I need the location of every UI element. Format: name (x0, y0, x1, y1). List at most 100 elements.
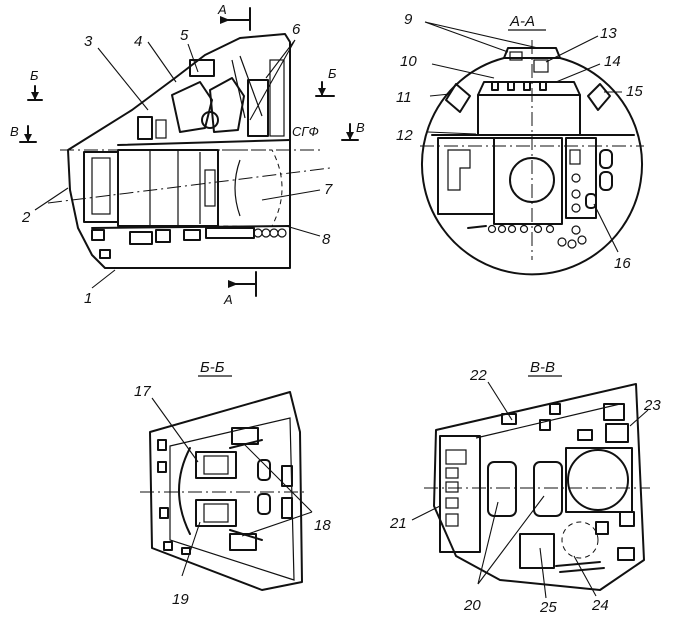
callout-1: 1 (84, 290, 92, 307)
aa-right-cylinders (585, 149, 613, 209)
section-v-right-marker: В (341, 120, 365, 141)
section-b-right-letter: Б (328, 66, 337, 81)
aa-console-body (477, 94, 581, 136)
vv-seat-right (533, 461, 563, 517)
vv-right-parts (595, 511, 635, 561)
aa-window-box-1 (509, 51, 523, 61)
section-v-left-letter: В (10, 124, 19, 139)
callout-15: 15 (626, 83, 643, 100)
deck-line (117, 139, 291, 146)
section-aa-view: А-А (396, 11, 644, 276)
callout-21: 21 (389, 515, 407, 532)
callout-16: 16 (614, 255, 631, 272)
vv-lower-box (519, 533, 555, 569)
sgf-label: СГФ (292, 124, 319, 139)
section-bb-title: Б-Б (200, 359, 225, 376)
aa-leaders (424, 21, 622, 253)
bottom-box-2 (129, 231, 153, 245)
panel-left-2 (155, 119, 167, 139)
section-a-top-letter: А (217, 2, 227, 17)
bb-seat-top-inner (203, 455, 229, 475)
bb-right-parts (229, 427, 293, 551)
callout-22: 22 (469, 367, 487, 384)
aa-bottom-bar (467, 225, 487, 229)
bb-seat-bottom (195, 499, 237, 527)
section-b-left-letter: Б (30, 68, 39, 83)
console-right (247, 79, 269, 137)
section-v-left-marker: В (10, 124, 37, 143)
vv-sphere (567, 449, 629, 511)
bb-seat-top (195, 451, 237, 479)
callout-18: 18 (314, 517, 331, 534)
dashed-tank (215, 149, 283, 227)
helmet (201, 111, 219, 129)
callout-4: 4 (134, 33, 142, 50)
bb-side-panels (157, 439, 191, 555)
section-vv-title: В-В (530, 359, 555, 376)
equipment-block-inner (91, 157, 111, 215)
section-aa-title: А-А (509, 13, 535, 30)
vv-left-wall (439, 435, 481, 553)
callout-12: 12 (396, 127, 413, 144)
window-block (189, 59, 215, 77)
cylinder-body (117, 149, 219, 227)
aa-bay-center (493, 137, 563, 225)
section-b-left-marker: Б (27, 68, 43, 101)
callout-25: 25 (539, 599, 557, 616)
section-bb-outline (149, 391, 303, 591)
center-axis (47, 167, 331, 204)
bottom-box-4 (183, 229, 201, 241)
vv-leaders (411, 381, 649, 599)
callout-17: 17 (134, 383, 151, 400)
bottom-box-1 (91, 229, 105, 241)
main-leaders (34, 39, 321, 289)
vv-left-boxes (445, 449, 467, 527)
callout-6: 6 (292, 21, 301, 38)
callout-13: 13 (600, 25, 617, 42)
callout-7: 7 (324, 181, 333, 198)
main-view: А А Б Б В В СГФ (10, 2, 365, 307)
callout-20: 20 (463, 597, 481, 614)
front-small-box (99, 249, 111, 259)
aa-handle-left (445, 83, 471, 113)
vv-seat-left (487, 461, 517, 517)
callout-19: 19 (172, 591, 189, 608)
section-aa-circle (421, 57, 643, 276)
callout-3: 3 (84, 33, 93, 50)
section-a-top-marker: А (217, 2, 251, 31)
callout-2: 2 (21, 209, 31, 226)
aa-bay-right-parts (569, 149, 581, 213)
hull-outline (67, 33, 291, 269)
aa-switches (491, 81, 547, 91)
vv-dashed-circle (561, 521, 599, 559)
seat-2 (209, 77, 245, 133)
callout-14: 14 (604, 53, 621, 70)
callout-5: 5 (180, 27, 189, 44)
section-a-bottom-marker: А (223, 271, 257, 307)
section-vv-outline (433, 383, 645, 591)
callout-8: 8 (322, 231, 331, 248)
aa-window-box-2 (533, 59, 549, 73)
tank-inner (234, 159, 241, 217)
equipment-block-left (83, 151, 119, 223)
bottom-box-5 (205, 227, 255, 239)
bb-arc (178, 447, 191, 535)
callout-10: 10 (400, 53, 417, 70)
aa-tank-circle (509, 157, 555, 203)
callout-23: 23 (643, 397, 661, 414)
cylinder-nozzle (204, 169, 216, 207)
aa-bay-left-steps (447, 149, 471, 191)
section-v-right-letter: В (356, 120, 365, 135)
bb-seat-bottom-inner (203, 503, 229, 523)
aa-bottom-bottles (487, 224, 587, 249)
vv-top-boxes (501, 403, 629, 443)
bottom-bottles (253, 228, 287, 238)
aa-bay-right (565, 137, 597, 219)
section-a-bottom-letter: А (223, 292, 233, 307)
callout-24: 24 (591, 597, 609, 614)
callout-11: 11 (396, 89, 412, 106)
callout-9: 9 (404, 11, 413, 28)
section-b-right-marker: Б (315, 66, 337, 97)
cylinder-ribs (149, 150, 201, 226)
section-bb-view: Б-Б 17 18 19 (134, 359, 331, 608)
